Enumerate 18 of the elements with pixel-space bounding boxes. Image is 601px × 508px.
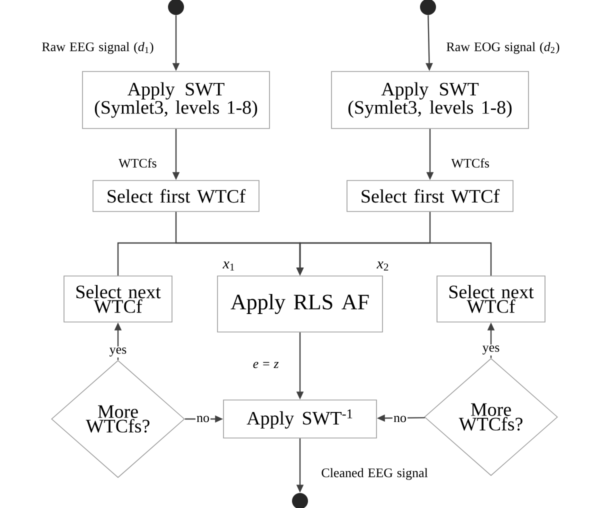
- edge-label: yes: [481, 344, 501, 356]
- process-box: Select first WTCf: [346, 180, 514, 212]
- edge-label: Raw EOG signal (d$_{2}$): [445, 41, 561, 55]
- process-box: Select next WTCf: [64, 276, 172, 322]
- edge-label: no: [196, 414, 210, 424]
- edge-label: WTCfs: [118, 157, 158, 169]
- edge-label: yes: [108, 346, 128, 358]
- edge-label: e = z: [252, 360, 280, 370]
- process-box: Select first WTCf: [92, 180, 260, 212]
- process-box: Apply SWT$^{-1}$: [223, 400, 377, 438]
- process-box: Apply RLS AF: [217, 276, 383, 332]
- edge-label: no: [392, 414, 408, 424]
- process-box: Apply SWT (Symlet3, levels 1-8): [331, 71, 529, 129]
- variable-label: x$_{2}$: [376, 261, 388, 271]
- edge-label: WTCfs: [450, 157, 490, 169]
- process-box: Select next WTCf: [436, 276, 546, 322]
- edge-label: Raw EEG signal (d$_{1}$): [40, 41, 155, 55]
- process-box: Apply SWT (Symlet3, levels 1-8): [82, 71, 270, 129]
